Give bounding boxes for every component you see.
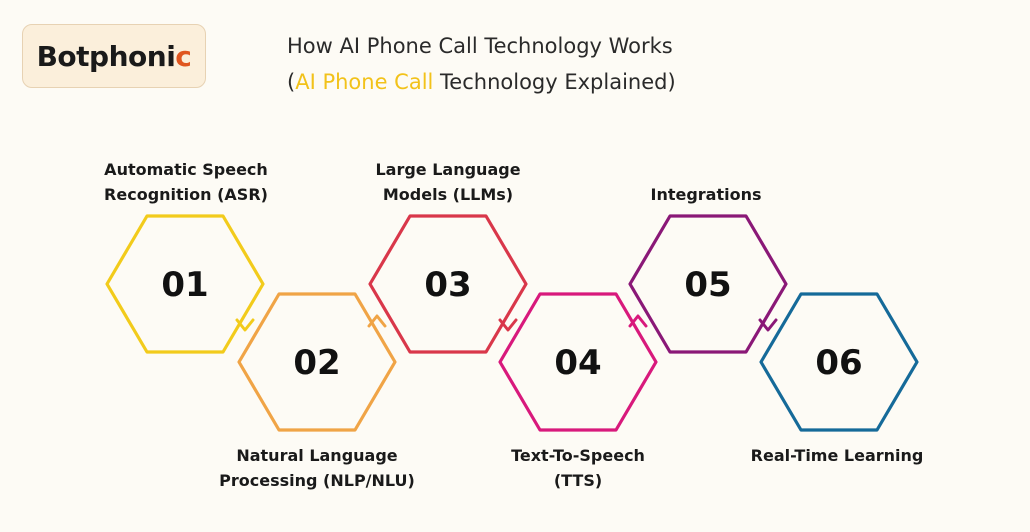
logo-accent-letter: c [175, 39, 192, 73]
step-02-node: 02 [237, 292, 397, 432]
step-06-node: 06 [759, 292, 919, 432]
step-05-number: 05 [684, 265, 731, 305]
step-02-arrow-icon [367, 314, 387, 328]
step-04-number: 04 [554, 343, 601, 383]
page-title: How AI Phone Call Technology Works (AI P… [287, 28, 676, 100]
step-03-number: 03 [424, 265, 471, 305]
step-04-arrow-icon [628, 314, 648, 328]
step-label-06: Real-Time Learning [750, 446, 924, 465]
step-06-hexagon [759, 292, 919, 432]
title-line-2: (AI Phone Call Technology Explained) [287, 70, 676, 94]
step-06-number: 06 [815, 343, 862, 383]
step-label-05: Integrations [650, 185, 762, 204]
step-05-node: 05 [628, 214, 788, 354]
step-02-hexagon [237, 292, 397, 432]
step-label-04: Text-To-Speech(TTS) [511, 446, 645, 490]
step-04-node: 04 [498, 292, 658, 432]
step-02-number: 02 [293, 343, 340, 383]
step-01-arrow-icon [235, 318, 255, 332]
step-03-arrow-icon [498, 318, 518, 332]
title-highlight: AI Phone Call [295, 70, 434, 94]
step-05-arrow-icon [758, 318, 778, 332]
step-03-hexagon [368, 214, 528, 354]
title-line-1: How AI Phone Call Technology Works [287, 34, 673, 58]
step-01-hexagon [105, 214, 265, 354]
logo-wordmark: Botphonic [36, 39, 192, 73]
brand-logo: Botphonic [22, 24, 206, 88]
step-01-number: 01 [161, 265, 208, 305]
step-05-hexagon [628, 214, 788, 354]
step-04-hexagon [498, 292, 658, 432]
step-01-node: 01 [105, 214, 265, 354]
step-03-node: 03 [368, 214, 528, 354]
